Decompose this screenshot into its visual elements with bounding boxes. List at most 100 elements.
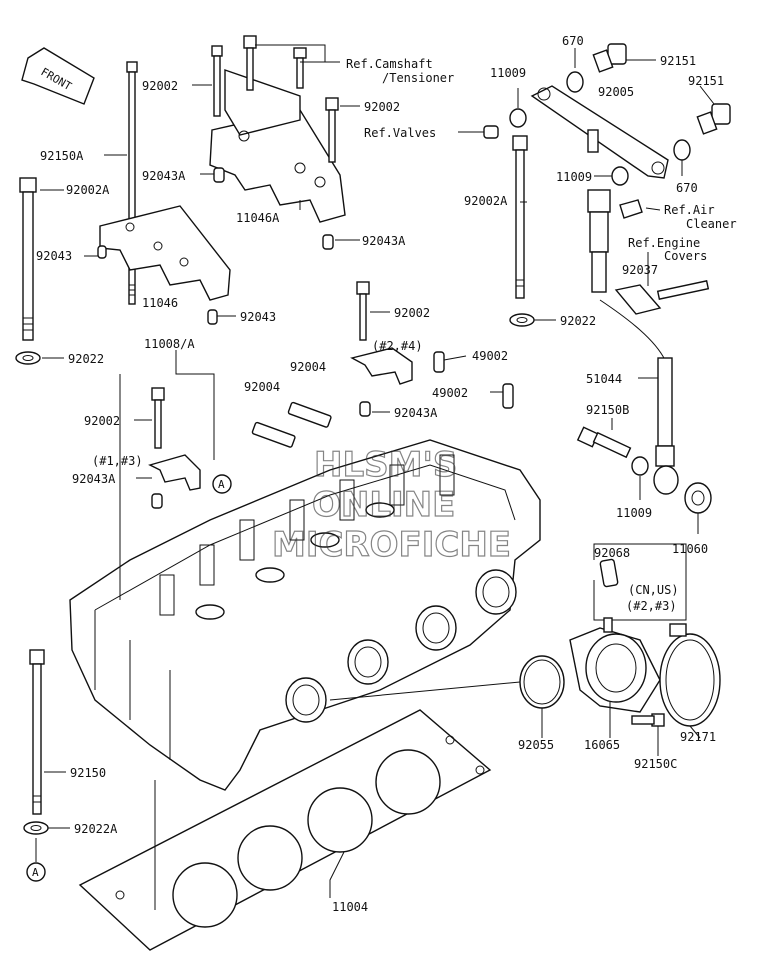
bolt-92150 bbox=[29, 649, 45, 815]
valve-ref bbox=[483, 125, 499, 139]
label-92150B: 92150B bbox=[586, 403, 629, 417]
stud-92004-a bbox=[287, 401, 332, 428]
dowel-92043A-low bbox=[151, 493, 163, 509]
label-49002-b: 49002 bbox=[432, 386, 468, 400]
oil-pipe-92005 bbox=[530, 85, 669, 179]
label-92043: 92043 bbox=[36, 249, 72, 263]
stud-92004-b bbox=[251, 421, 296, 448]
svg-text:HLSM'S: HLSM'S bbox=[314, 445, 457, 485]
label-11046A: 11046A bbox=[236, 211, 280, 225]
washer-92022A bbox=[23, 821, 49, 835]
bolt-92002-camshaft-a bbox=[243, 35, 257, 91]
dowel-92043-lower bbox=[207, 309, 218, 325]
oring-92055 bbox=[519, 655, 565, 709]
label-92004-a: 92004 bbox=[290, 360, 326, 374]
label-670-mid: 670 bbox=[676, 181, 698, 195]
label-92151-a: 92151 bbox=[660, 54, 696, 68]
collar-11060 bbox=[684, 482, 712, 514]
bolt-92150A bbox=[126, 61, 138, 305]
label-92150A: 92150A bbox=[40, 149, 84, 163]
label-11060: 11060 bbox=[672, 542, 708, 556]
hose-51044 bbox=[599, 299, 679, 495]
dowel-92043A-top bbox=[213, 167, 225, 183]
part-92068-box bbox=[593, 543, 687, 621]
watermark: HLSM'S ONLINE MICROFICHE bbox=[271, 444, 511, 565]
label-92151-b: 92151 bbox=[688, 74, 724, 88]
label-11009-mid: 11009 bbox=[556, 170, 592, 184]
oil-fitting bbox=[587, 189, 643, 293]
label-11009-low: 11009 bbox=[616, 506, 652, 520]
head-gasket-11004 bbox=[78, 709, 492, 951]
label-92043A-center: 92043A bbox=[394, 406, 438, 420]
label-92002A-right: 92002A bbox=[464, 194, 508, 208]
bolt-92002-mid bbox=[356, 281, 370, 341]
callout-a-lower: A bbox=[26, 862, 46, 882]
banjo-bolt-92151-b bbox=[696, 103, 731, 135]
label-pos-24: (#2,#4) bbox=[372, 339, 423, 353]
washer-92022-right bbox=[509, 313, 535, 327]
label-670-top: 670 bbox=[562, 34, 584, 48]
label-16065: 16065 bbox=[584, 738, 620, 752]
label-pos-13: (#1,#3) bbox=[92, 454, 143, 468]
label-92150C: 92150C bbox=[634, 757, 677, 771]
camshaft-cap-11046A bbox=[209, 69, 346, 223]
label-51044: 51044 bbox=[586, 372, 622, 386]
label-92022-right: 92022 bbox=[560, 314, 596, 328]
clamp-92171 bbox=[659, 633, 721, 727]
banjo-bolt-92151-a bbox=[592, 43, 627, 73]
washer-92022-left bbox=[15, 351, 41, 365]
gasket-11009-top bbox=[509, 108, 527, 128]
label-92002-mid: 92002 bbox=[394, 306, 430, 320]
plug-49002-b bbox=[502, 383, 514, 409]
cylinder-head bbox=[69, 439, 541, 791]
label-92002-top: 92002 bbox=[142, 79, 178, 93]
leader-lines bbox=[35, 44, 715, 910]
label-ref-tensioner: /Tensioner bbox=[382, 71, 454, 85]
label-ref-air: Ref.Air bbox=[664, 203, 715, 217]
bolt-92150C bbox=[631, 713, 665, 727]
oring-670-mid bbox=[673, 139, 691, 161]
part-labels: 92150A 92002 Ref.Camshaft /Tensioner 920… bbox=[36, 34, 737, 914]
bolt-92002A-right bbox=[512, 135, 528, 299]
camshaft-cap-1-3 bbox=[148, 454, 201, 491]
bolt-92150B bbox=[576, 426, 632, 459]
camshaft-cap-2-4 bbox=[350, 347, 413, 385]
intake-holder-16065 bbox=[569, 617, 661, 713]
gasket-11009-mid bbox=[611, 166, 629, 186]
label-92055: 92055 bbox=[518, 738, 554, 752]
label-ref-covers: Covers bbox=[664, 249, 707, 263]
label-92004-b: 92004 bbox=[244, 380, 280, 394]
label-11009-top: 11009 bbox=[490, 66, 526, 80]
label-92005: 92005 bbox=[598, 85, 634, 99]
label-92043-lower: 92043 bbox=[240, 310, 276, 324]
label-92002-lowleft: 92002 bbox=[84, 414, 120, 428]
bolt-92002-top bbox=[211, 45, 223, 117]
label-49002-a: 49002 bbox=[472, 349, 508, 363]
label-92043A-top: 92043A bbox=[142, 169, 186, 183]
svg-text:A: A bbox=[218, 478, 225, 491]
oring-670-top bbox=[566, 71, 584, 93]
label-92002-upper: 92002 bbox=[364, 100, 400, 114]
dowel-92043A-mid bbox=[322, 234, 334, 250]
svg-text:MICROFICHE: MICROFICHE bbox=[272, 525, 511, 565]
label-92171: 92171 bbox=[680, 730, 716, 744]
clamp-92037 bbox=[614, 280, 710, 315]
label-ref-cleaner: Cleaner bbox=[686, 217, 737, 231]
label-92150: 92150 bbox=[70, 766, 106, 780]
label-11008A: 11008/A bbox=[144, 337, 195, 351]
label-92002A-left: 92002A bbox=[66, 183, 110, 197]
label-cn-us: (CN,US) bbox=[628, 583, 679, 597]
bolt-92002-upper bbox=[325, 97, 339, 163]
front-arrow-icon: FRONT bbox=[21, 47, 95, 105]
label-92043A-low: 92043A bbox=[72, 472, 116, 486]
label-ref-camshaft: Ref.Camshaft bbox=[346, 57, 433, 71]
label-92043A-mid: 92043A bbox=[362, 234, 406, 248]
bolt-92002-lowleft bbox=[151, 387, 165, 449]
label-pos-23: (#2,#3) bbox=[626, 599, 677, 613]
dowel-92043A-center bbox=[359, 401, 371, 417]
bolt-92002A-left bbox=[19, 177, 37, 341]
label-92022A: 92022A bbox=[74, 822, 118, 836]
label-11046: 11046 bbox=[142, 296, 178, 310]
label-ref-engine: Ref.Engine bbox=[628, 236, 700, 250]
